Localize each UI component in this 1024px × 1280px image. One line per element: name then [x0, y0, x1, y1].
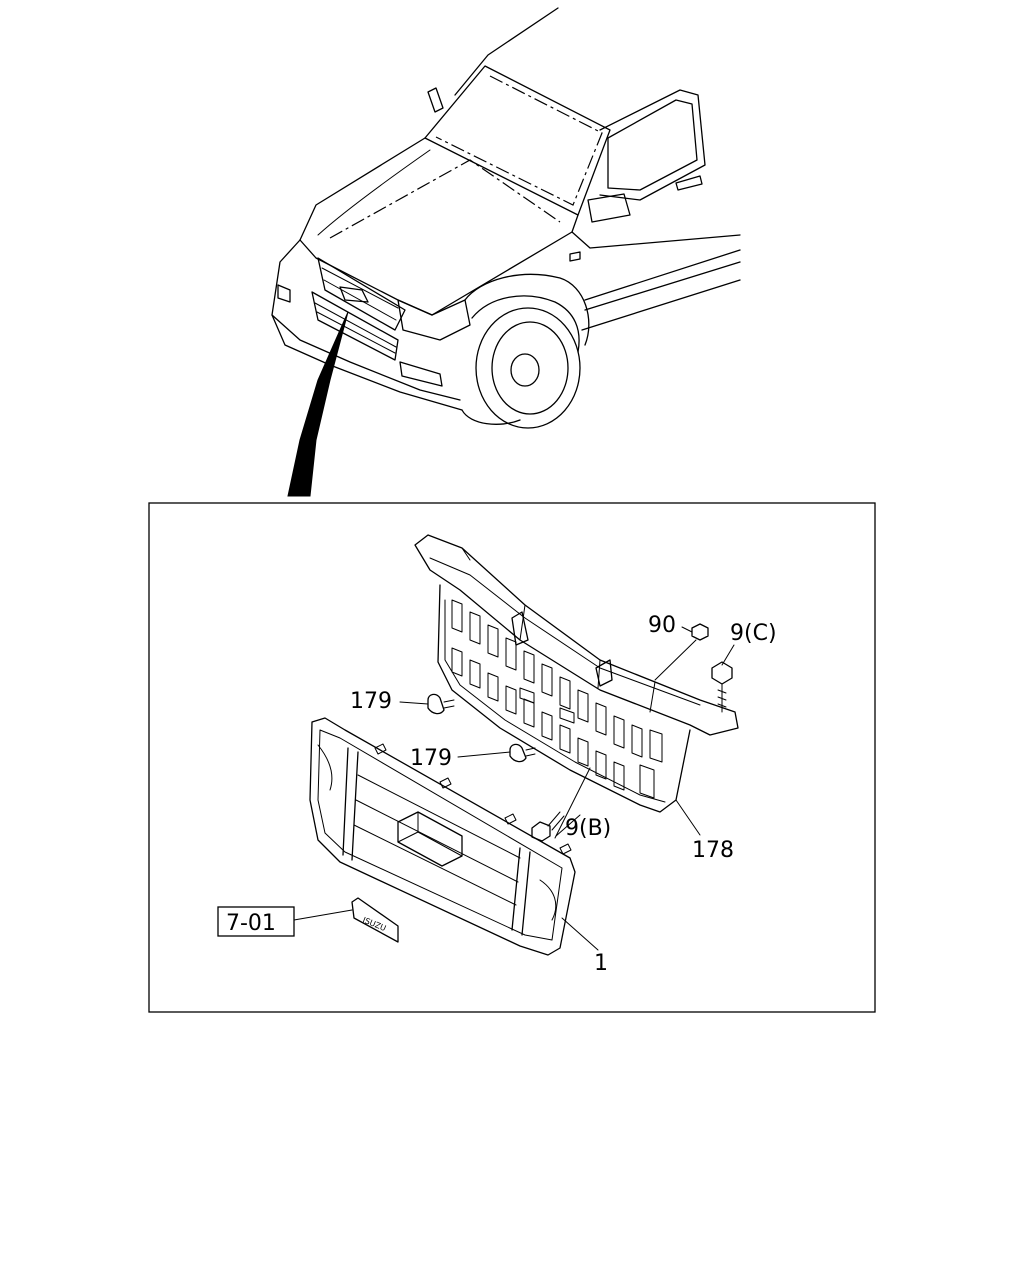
bracket-slots: [451, 599, 663, 799]
leader-lines: [293, 626, 735, 951]
emblem-text: ISUZU: [361, 916, 387, 934]
label-179-upper: 179: [350, 689, 392, 714]
nut-90: [691, 623, 709, 641]
reference-box-label: 7-01: [226, 911, 276, 936]
isuzu-emblem: ISUZU: [351, 897, 399, 943]
screw-9b: [531, 811, 565, 842]
clip-179-lower: [509, 743, 536, 763]
grille-bracket-178: [414, 534, 739, 813]
detail-frame: [148, 502, 876, 1013]
screw-9c: [711, 661, 733, 713]
label-179-lower: 179: [410, 746, 452, 771]
fasteners: [427, 623, 733, 842]
clip-179-upper: [427, 693, 455, 715]
label-1: 1: [594, 951, 608, 976]
label-178: 178: [692, 838, 734, 863]
callout-labels: 90 9(C) 179 179 9(B) 178 1: [350, 613, 777, 976]
front-grille-1: [309, 717, 576, 956]
label-9b: 9(B): [565, 816, 611, 841]
reference-box-7-01[interactable]: 7-01: [217, 906, 295, 937]
label-90: 90: [648, 613, 676, 638]
label-9c: 9(C): [730, 621, 777, 646]
vehicle-illustration: [271, 7, 741, 497]
